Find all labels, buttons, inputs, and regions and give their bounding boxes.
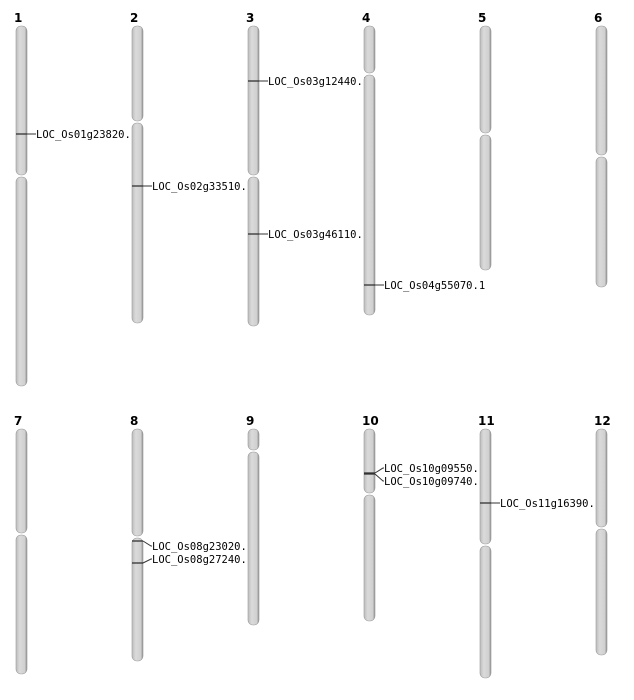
chromosome-arm-p — [15, 428, 28, 534]
chromosome-arm-q — [595, 528, 608, 656]
chromosome-label: 11 — [478, 414, 495, 428]
chromosome-arm-p — [479, 428, 492, 545]
chromosome-arm-p — [363, 428, 376, 494]
chromosome-arm-q — [15, 176, 28, 387]
chromosome-label: 3 — [246, 11, 254, 25]
gene-connector — [374, 473, 384, 482]
chromosome-7: 7 — [14, 414, 28, 675]
chromosome-label: 1 — [14, 11, 22, 25]
gene-label: LOC_Os11g16390.1 — [500, 498, 601, 510]
chromosome-label: 4 — [362, 11, 370, 25]
gene-label: LOC_Os02g33510.1 — [152, 181, 253, 193]
chromosome-label: 7 — [14, 414, 22, 428]
chromosome-arm-q — [247, 176, 260, 327]
chromosome-arm-p — [595, 428, 608, 528]
chromosome-label: 10 — [362, 414, 379, 428]
chromosome-label: 6 — [594, 11, 602, 25]
chromosome-arm-p — [15, 25, 28, 176]
gene-label: LOC_Os03g12440.1 — [268, 76, 369, 88]
chromosome-arm-q — [479, 545, 492, 679]
chromosome-label: 8 — [130, 414, 138, 428]
chromosome-label: 2 — [130, 11, 138, 25]
gene-label: LOC_Os04g55070.1 — [384, 280, 485, 292]
chromosome-arm-p — [247, 428, 260, 451]
chromosome-label: 5 — [478, 11, 486, 25]
chromosome-label: 12 — [594, 414, 611, 428]
chromosome-5: 5 — [478, 11, 492, 271]
gene-label: LOC_Os01g23820.1 — [36, 129, 137, 141]
chromosome-arm-p — [247, 25, 260, 176]
chromosome-arm-p — [595, 25, 608, 156]
gene-connector — [142, 558, 152, 564]
chromosome-12: 12 — [594, 414, 611, 656]
gene-label: LOC_Os10g09550.1 — [384, 463, 485, 475]
chromosome-9: 9 — [246, 414, 260, 626]
chromosome-arm-q — [363, 494, 376, 622]
chromosome-arm-q — [131, 122, 144, 324]
chromosome-arm-q — [131, 537, 144, 662]
chromosome-arm-q — [363, 74, 376, 316]
gene-label: LOC_Os03g46110.1 — [268, 229, 369, 241]
chromosome-arm-p — [131, 428, 144, 537]
gene-connector — [374, 467, 384, 474]
chromosome-arm-q — [15, 534, 28, 675]
chromosome-arm-q — [247, 451, 260, 626]
chromosome-6: 6 — [594, 11, 608, 288]
gene-connector — [142, 540, 152, 547]
chromosome-arm-p — [479, 25, 492, 134]
chromosome-label: 9 — [246, 414, 254, 428]
chromosome-arm-p — [131, 25, 144, 122]
chromosome-arm-q — [479, 134, 492, 271]
gene-label: LOC_Os08g27240.1 — [152, 554, 253, 566]
chromosome-arm-q — [595, 156, 608, 288]
gene-label: LOC_Os08g23020.1 — [152, 541, 253, 553]
gene-label: LOC_Os10g09740.1 — [384, 476, 485, 488]
chromosome-arm-p — [363, 25, 376, 74]
